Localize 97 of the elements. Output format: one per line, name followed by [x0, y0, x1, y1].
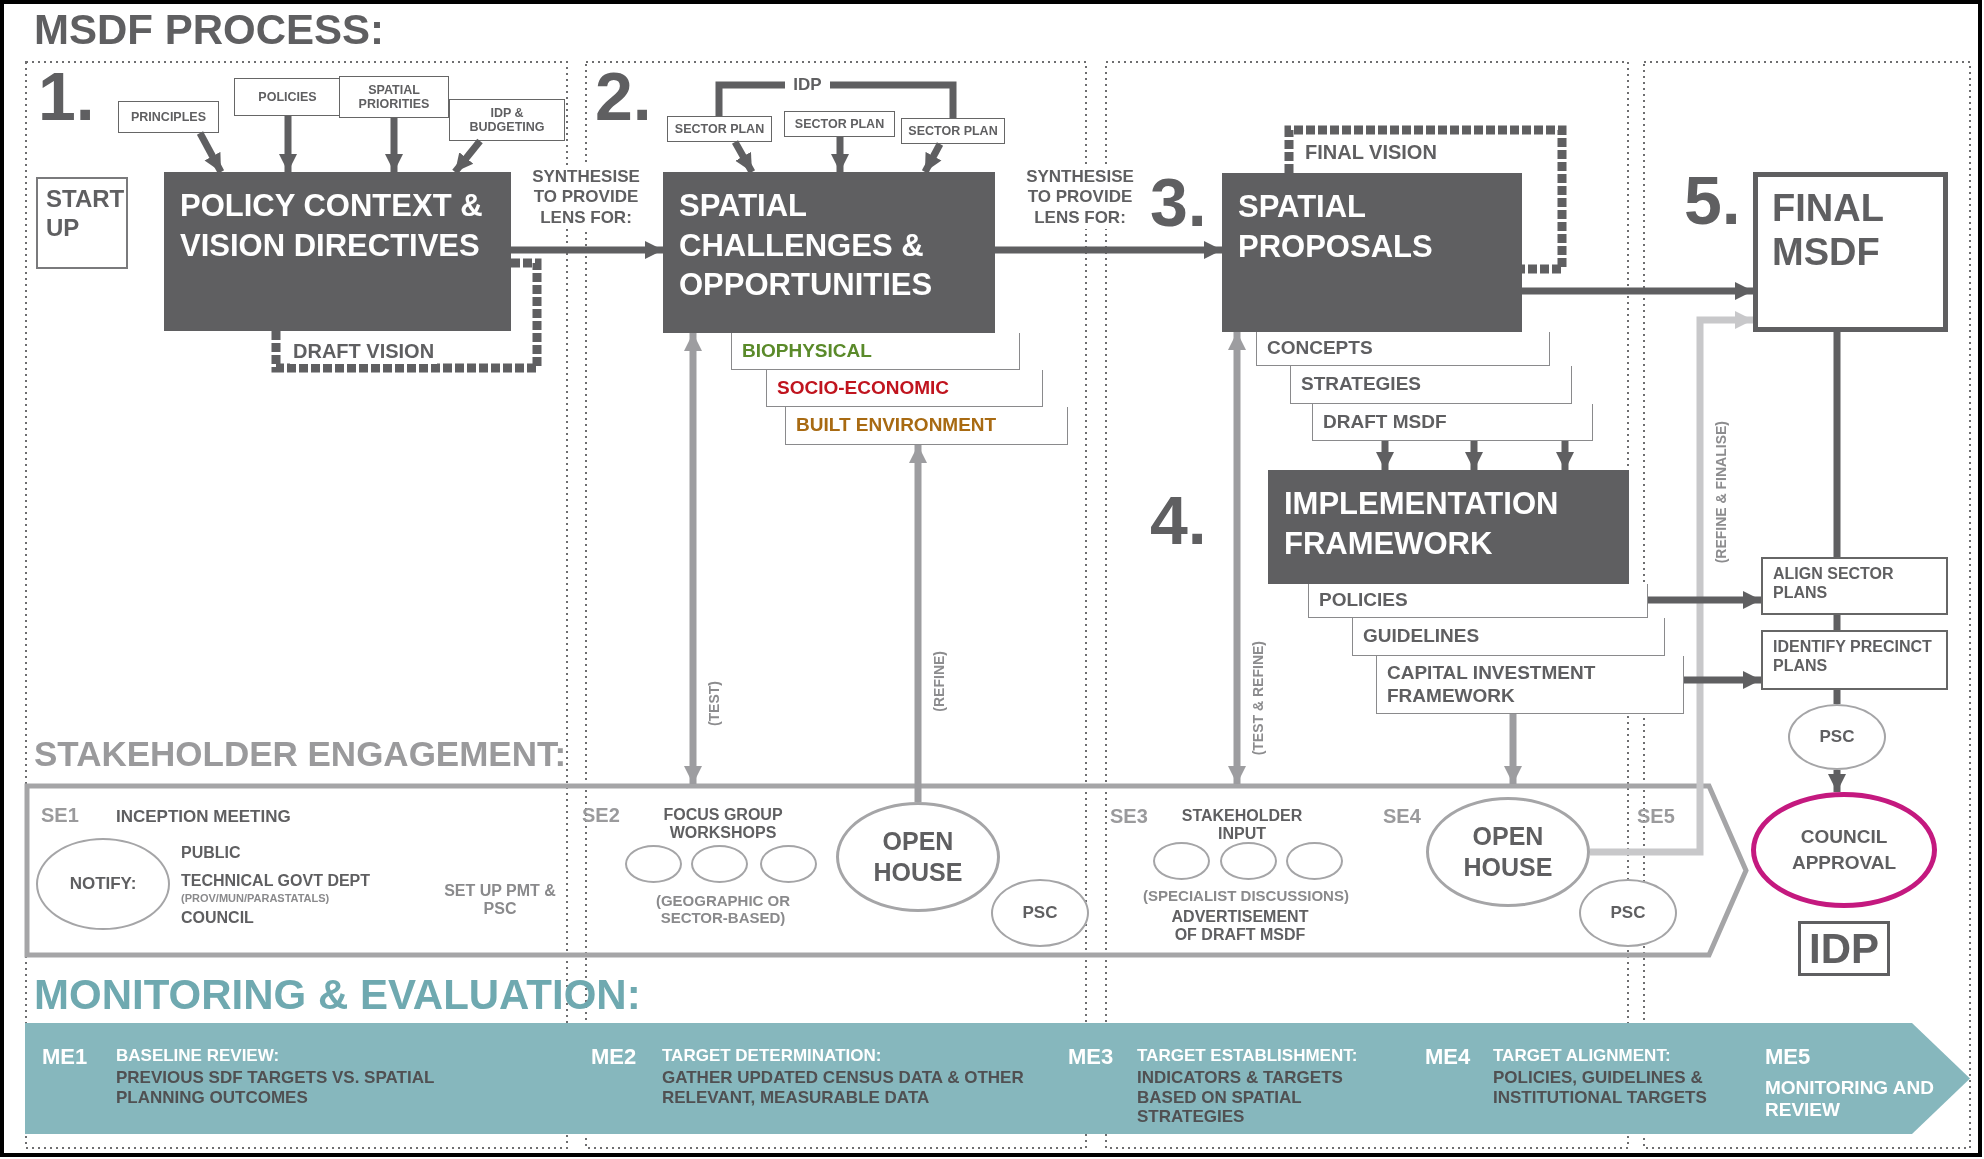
process-box: IMPLEMENTATION FRAMEWORK: [1268, 470, 1629, 584]
action-box: ALIGN SECTOR PLANS: [1761, 557, 1948, 615]
step-text: FOCUS GROUP WORKSHOPS: [662, 806, 784, 843]
arrow: [452, 138, 483, 175]
stage-code: SE3: [1110, 805, 1148, 828]
note-text: (GEOGRAPHIC OR SECTOR-BASED): [654, 892, 792, 927]
stage-code: ME2: [591, 1044, 637, 1070]
arrow: [1590, 311, 1753, 856]
stacked-card: DRAFT MSDF: [1312, 404, 1593, 441]
diagram-title: MSDF PROCESS:: [34, 6, 385, 54]
stage-code: SE2: [582, 804, 620, 827]
empty-ellipse: [1220, 842, 1277, 880]
stage-code: ME5: [1765, 1044, 1811, 1070]
step-number: 1.: [38, 62, 95, 130]
arrow: [909, 445, 927, 802]
stacked-card: BUILT ENVIRONMENT: [785, 407, 1068, 445]
ellipse-node: NOTIFY:: [36, 838, 170, 930]
stage-code: ME1: [42, 1044, 88, 1070]
process-box: SPATIAL CHALLENGES & OPPORTUNITIES: [663, 172, 995, 333]
step-text: INCEPTION MEETING: [116, 807, 291, 827]
ellipse-node: PSC: [1579, 879, 1677, 947]
arrow: [385, 118, 403, 172]
step-number: 4.: [1150, 486, 1207, 554]
process-box: POLICY CONTEXT & VISION DIRECTIVES: [164, 172, 511, 331]
arrow: [196, 131, 225, 174]
note-text: SET UP PMT & PSC: [443, 882, 557, 919]
step-text: POLICIES, GUIDELINES & INSTITUTIONAL TARGETS: [1493, 1068, 1708, 1108]
stacked-card: POLICIES: [1308, 584, 1648, 618]
empty-ellipse: [1153, 842, 1210, 880]
outcome-box: IDP: [1798, 921, 1890, 976]
step-number: 5.: [1684, 166, 1741, 234]
input-box: SECTOR PLAN: [901, 118, 1005, 144]
step-text: PUBLIC: [181, 844, 241, 863]
step-heading: BASELINE REVIEW:: [116, 1046, 280, 1066]
step-text: TECHNICAL GOVT DEPT: [181, 872, 371, 891]
step-text: GATHER UPDATED CENSUS DATA & OTHER RELEVANT, MEASURABLE DATA: [662, 1068, 1025, 1108]
action-box: IDENTIFY PRECINCT PLANS: [1761, 630, 1948, 690]
step-heading: TARGET ALIGNMENT:: [1493, 1046, 1671, 1066]
arrow: [1376, 441, 1394, 470]
arrow: [1465, 441, 1483, 470]
process-box: SPATIAL PROPOSALS: [1222, 173, 1522, 332]
step-text: INDICATORS & TARGETS BASED ON SPATIAL STRATEGIES: [1137, 1068, 1344, 1127]
step-heading: MONITORING AND REVIEW: [1765, 1077, 1935, 1121]
input-box: SECTOR PLAN: [784, 111, 895, 137]
outcome-box: FINAL MSDF: [1753, 172, 1948, 332]
step-text: STAKEHOLDER INPUT: [1180, 807, 1304, 844]
input-box: IDP & BUDGETING: [449, 99, 565, 141]
step-text: COUNCIL: [181, 909, 254, 928]
note-text: (PROV/MUN/PARASTATALS): [181, 892, 330, 905]
empty-ellipse: [1286, 842, 1343, 880]
input-box: PRINCIPLES: [118, 101, 219, 133]
stage-code: SE1: [41, 804, 79, 827]
empty-ellipse: [760, 845, 817, 883]
arrow: [1504, 714, 1522, 784]
step-number: 2.: [595, 62, 652, 130]
section-heading: STAKEHOLDER ENGAGEMENT:: [34, 734, 567, 775]
stage-code: SE5: [1637, 805, 1675, 828]
arrow: [1684, 671, 1761, 689]
section-heading: MONITORING & EVALUATION:: [34, 971, 641, 1020]
stacked-card: CONCEPTS: [1256, 332, 1550, 366]
approval-ellipse: COUNCIL APPROVAL: [1751, 792, 1937, 908]
ellipse-node: PSC: [1788, 704, 1886, 770]
stage-code: SE4: [1383, 805, 1421, 828]
arrow: [1228, 332, 1246, 784]
step-text: ADVERTISEMENT OF DRAFT MSDF: [1170, 908, 1310, 945]
step-heading: TARGET ESTABLISHMENT:: [1137, 1046, 1358, 1066]
start-box: START UP: [36, 177, 128, 269]
arrow: [1522, 282, 1753, 300]
ellipse-node: PSC: [991, 879, 1089, 947]
ellipse-node: OPEN HOUSE: [836, 802, 1000, 912]
stacked-card: GUIDELINES: [1352, 618, 1665, 656]
stage-code: ME3: [1068, 1044, 1114, 1070]
step-number: 3.: [1150, 168, 1207, 236]
arrow: [684, 333, 702, 784]
arrow: [921, 142, 944, 174]
empty-ellipse: [691, 845, 748, 883]
empty-ellipse: [625, 845, 682, 883]
stacked-card: BIOPHYSICAL: [731, 333, 1020, 370]
step-text: PREVIOUS SDF TARGETS VS. SPATIAL PLANNING OUTCOMES: [116, 1068, 435, 1108]
input-box: SPATIAL PRIORITIES: [339, 76, 449, 118]
arrow: [1648, 591, 1761, 609]
arrow: [831, 137, 849, 172]
stacked-card: STRATEGIES: [1290, 366, 1572, 404]
input-box: POLICIES: [234, 78, 341, 116]
arrow: [1556, 441, 1574, 470]
arrow: [511, 241, 663, 259]
arrow: [1828, 770, 1846, 792]
ellipse-node: OPEN HOUSE: [1426, 797, 1590, 907]
input-box: SECTOR PLAN: [667, 116, 772, 142]
arrow: [279, 116, 297, 172]
arrow: [731, 140, 756, 174]
arrow: [995, 241, 1222, 259]
note-text: (SPECIALIST DISCUSSIONS): [1142, 887, 1350, 905]
stacked-card: CAPITAL INVESTMENT FRAMEWORK: [1376, 656, 1684, 714]
stacked-card: SOCIO-ECONOMIC: [766, 370, 1043, 407]
step-heading: TARGET DETERMINATION:: [662, 1046, 882, 1066]
stage-code: ME4: [1425, 1044, 1471, 1070]
